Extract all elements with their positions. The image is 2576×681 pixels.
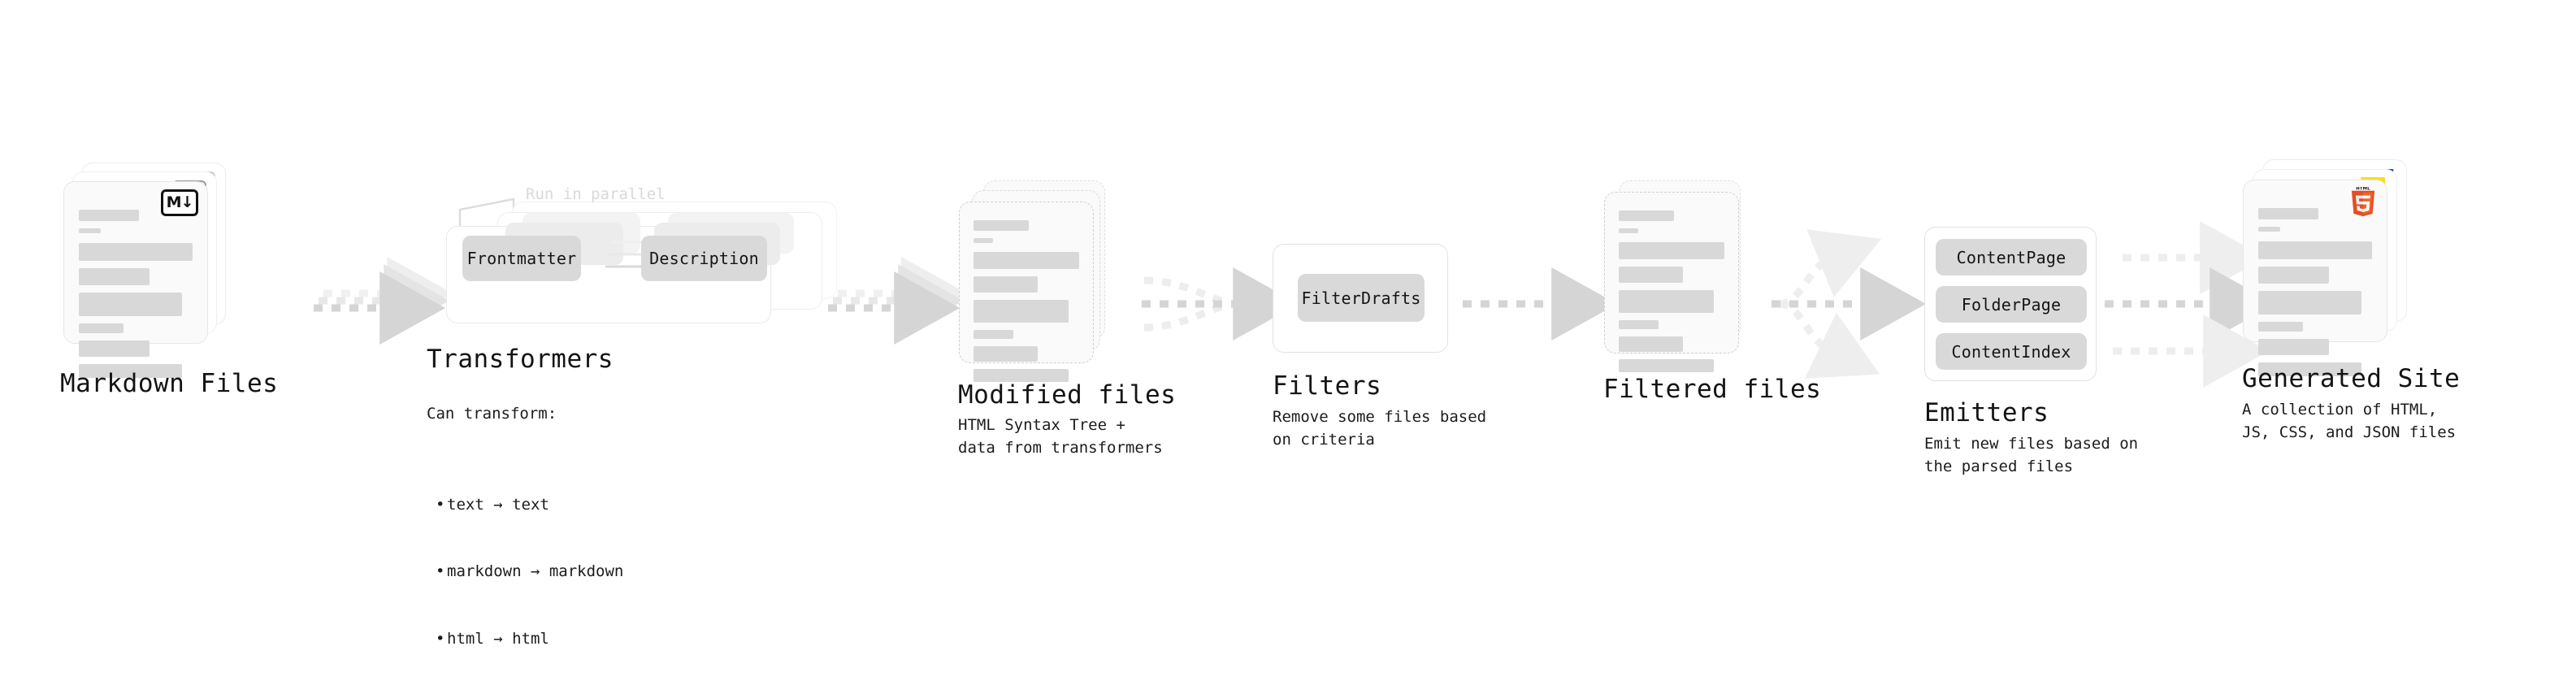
doc-bar — [974, 330, 1014, 339]
doc-bar — [1619, 320, 1659, 329]
stage-title-transformers: Transformers — [427, 345, 614, 374]
transformers-bullet-label: html → html — [447, 630, 549, 648]
transformers-bullet-label: markdown → markdown — [447, 562, 624, 581]
doc-bar — [1619, 267, 1684, 283]
svg-text:HTML: HTML — [2356, 187, 2370, 191]
doc-bar — [974, 369, 1069, 382]
emitter-chip-contentindex[interactable]: ContentIndex — [1936, 333, 2087, 370]
filters-box: FilterDrafts — [1273, 244, 1448, 353]
doc-bar — [1619, 210, 1674, 221]
doc-bar — [1619, 359, 1714, 372]
transformers-bullet-item: •text → text — [436, 495, 549, 514]
doc-bar — [79, 210, 140, 221]
connector-emitters-to-site — [2105, 221, 2276, 388]
stage-title-generated-site: Generated Site — [2242, 364, 2461, 393]
doc-bar — [2258, 267, 2329, 284]
stage-generated-site: HTML — [2242, 159, 2487, 441]
connector-modified-to-filters — [1142, 267, 1299, 340]
filter-chip-filterdrafts[interactable]: FilterDrafts — [1298, 274, 1425, 322]
transformers-desc-lead: Can transform: — [427, 404, 557, 423]
doc-bar — [974, 252, 1079, 269]
markdown-icon-text: M↓ — [166, 193, 194, 211]
doc-bar — [2258, 241, 2372, 259]
markdown-card-front[interactable]: M↓ — [63, 181, 208, 378]
connector-markdown-to-transformers — [314, 257, 453, 345]
markdown-file-stack: M↓ M↓ M↓ — [63, 163, 307, 378]
stage-modified-files: Modified files HTML Syntax Tree + data f… — [958, 180, 1176, 457]
doc-bar — [2258, 362, 2362, 376]
stage-markdown-files: M↓ M↓ M↓ — [60, 163, 307, 397]
stage-desc-filters: Remove some files based on criteria — [1273, 408, 1487, 449]
doc-bar — [79, 323, 124, 333]
emitter-chip-folderpage-label: FolderPage — [1961, 294, 2062, 314]
generated-site-stack: HTML — [2243, 159, 2487, 376]
doc-bar — [79, 340, 150, 357]
modified-card-front[interactable] — [959, 202, 1094, 382]
doc-bar — [974, 300, 1069, 323]
site-card-body — [2258, 208, 2372, 376]
doc-bar — [974, 346, 1039, 362]
doc-bar — [974, 276, 1039, 293]
emitter-chip-contentpage-label: ContentPage — [1956, 247, 2066, 267]
doc-bar — [2258, 322, 2303, 332]
stage-desc-generated-site: A collection of HTML, JS, CSS, and JSON … — [2242, 401, 2457, 441]
doc-bar — [79, 228, 101, 233]
stage-title-emitters: Emitters — [1924, 398, 2049, 427]
doc-bar — [2258, 208, 2319, 219]
doc-bar — [974, 238, 993, 243]
transformer-chip-frontmatter[interactable]: Frontmatter — [462, 236, 581, 281]
transformers-bullet-label: text → text — [447, 495, 549, 514]
doc-bar — [1619, 228, 1638, 233]
filtered-card-body — [1619, 210, 1724, 372]
transformer-chip-frontmatter-label: Frontmatter — [466, 249, 577, 268]
stage-title-modified-files: Modified files — [958, 380, 1177, 410]
transformers-bullets: •text → text •markdown → markdown •html … — [427, 449, 695, 673]
doc-bar — [2258, 291, 2362, 314]
doc-bar — [79, 243, 193, 261]
stage-desc-modified-files: HTML Syntax Tree + data from transformer… — [958, 416, 1163, 457]
stage-filtered-files: Filtered files — [1594, 180, 1821, 403]
stage-title-filtered-files: Filtered files — [1603, 375, 1822, 404]
filtered-card-front[interactable] — [1604, 192, 1739, 372]
emitter-chip-folderpage[interactable]: FolderPage — [1936, 286, 2087, 323]
emitter-chip-contentpage[interactable]: ContentPage — [1936, 239, 2087, 275]
modified-file-stack — [959, 180, 1154, 384]
doc-bar — [1619, 336, 1684, 352]
markdown-card-body — [79, 210, 193, 378]
emitters-box: ContentPage FolderPage ContentIndex — [1924, 227, 2097, 381]
emitter-chip-contentindex-label: ContentIndex — [1951, 341, 2071, 362]
doc-bar — [79, 268, 150, 285]
transformers-bullet-item: •html → html — [436, 630, 549, 648]
html5-icon: HTML — [2351, 187, 2375, 217]
transformers-bullet-item: •markdown → markdown — [436, 562, 624, 581]
filtered-file-stack — [1594, 180, 1789, 384]
stage-desc-transformers: Can transform: •text → text •markdown → … — [427, 380, 695, 681]
stage-title-markdown-files: Markdown Files — [60, 369, 279, 398]
site-card-front[interactable]: HTML — [2243, 180, 2387, 376]
stage-title-filters: Filters — [1273, 371, 1382, 401]
doc-bar — [2258, 339, 2329, 355]
run-in-parallel-label: Run in parallel — [526, 185, 666, 203]
doc-bar — [79, 293, 183, 316]
stage-desc-emitters: Emit new files based on the parsed files — [1924, 435, 2139, 475]
doc-bar — [79, 364, 183, 378]
doc-bar — [1619, 290, 1714, 313]
doc-bar — [2258, 227, 2280, 232]
transformer-chip-description[interactable]: Description — [641, 236, 767, 281]
markdown-icon: M↓ — [161, 189, 198, 216]
doc-bar — [1619, 242, 1724, 259]
transformer-chip-description-label: Description — [649, 249, 759, 268]
doc-bar — [974, 220, 1029, 231]
modified-card-body — [974, 220, 1079, 382]
connector-transformers-to-modified — [828, 257, 968, 345]
filter-chip-filterdrafts-label: FilterDrafts — [1301, 288, 1421, 308]
